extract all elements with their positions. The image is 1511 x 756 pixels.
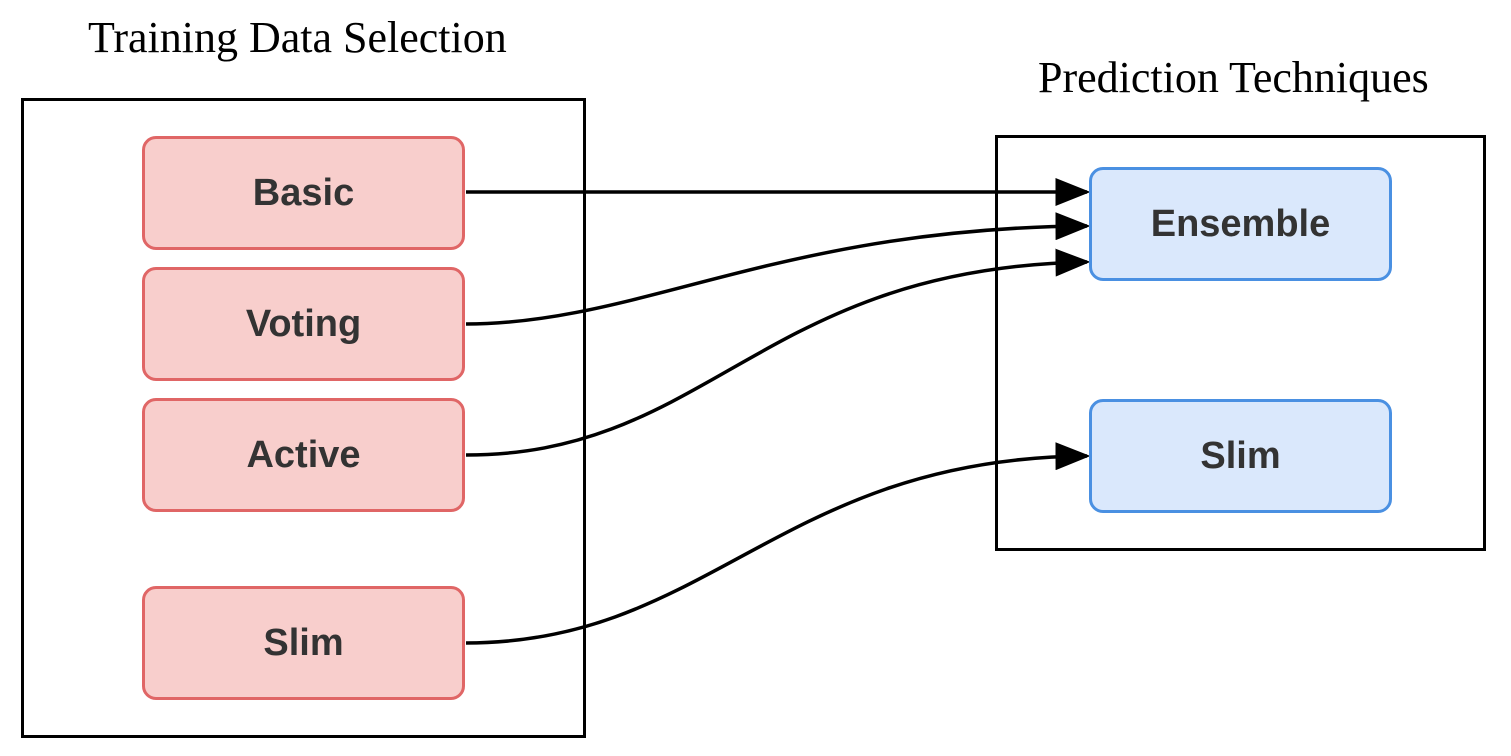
node-voting: Voting <box>142 267 465 381</box>
node-slim-training: Slim <box>142 586 465 700</box>
node-slim-prediction: Slim <box>1089 399 1392 513</box>
node-basic: Basic <box>142 136 465 250</box>
prediction-techniques-container <box>995 135 1486 551</box>
node-ensemble: Ensemble <box>1089 167 1392 281</box>
node-active: Active <box>142 398 465 512</box>
edge-slim-to-slim <box>465 442 1091 645</box>
edge-active-to-ensemble <box>465 248 1091 457</box>
training-data-selection-container <box>21 98 586 738</box>
training-data-selection-title: Training Data Selection <box>88 13 507 62</box>
prediction-techniques-title: Prediction Techniques <box>1038 53 1429 102</box>
edge-voting-to-ensemble <box>465 212 1091 326</box>
